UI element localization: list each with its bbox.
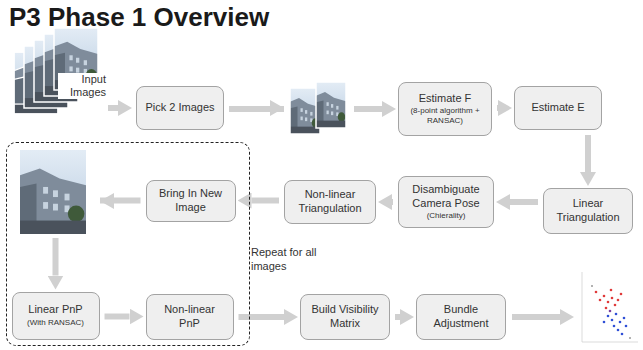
process-box: Linear Triangulation (543, 188, 633, 234)
step-note: (Chierality) (427, 211, 466, 221)
step-name: Linear PnP (28, 303, 82, 317)
flow-arrow (510, 199, 538, 205)
point (615, 313, 618, 316)
step-name: Bring In New Image (153, 187, 229, 215)
point (595, 291, 598, 294)
point (620, 293, 623, 296)
flow-arrow (392, 199, 393, 205)
point (611, 297, 614, 300)
point (613, 325, 616, 328)
flow-arrow-head (118, 100, 132, 116)
step-name: Linear Triangulation (550, 197, 626, 225)
point (605, 307, 608, 310)
loop-group: Repeat for all imagesBring In New ImageL… (6, 142, 250, 346)
process-box: Disambiguate Camera Pose(Chierality) (398, 176, 494, 228)
step-name: Estimate F (419, 92, 472, 106)
plot-axis (582, 272, 583, 342)
point (619, 321, 622, 324)
photo (20, 150, 86, 234)
page-title: P3 Phase 1 Overview (9, 2, 269, 33)
flow-arrow (585, 135, 591, 172)
image-patch (14, 146, 100, 238)
flow-arrow (108, 105, 118, 111)
point (614, 304, 617, 307)
step-name: Pick 2 Images (145, 101, 214, 115)
point (599, 299, 602, 302)
point (603, 295, 606, 298)
image-caption: Input Images (58, 73, 108, 99)
point (617, 299, 620, 302)
flow-arrow (497, 105, 498, 111)
point (617, 329, 620, 332)
step-name: Non-linear Triangulation (291, 188, 369, 216)
point (607, 315, 610, 318)
step-name: Estimate E (531, 101, 584, 115)
flow-arrow-head (100, 193, 114, 209)
step-name: Non-linear PnP (153, 303, 227, 331)
step-name: Disambiguate Camera Pose (405, 183, 487, 211)
process-box: Build Visibility Matrix (300, 294, 390, 340)
flow-arrow-head (270, 100, 284, 116)
point (609, 310, 612, 313)
point (591, 285, 593, 287)
process-box: Linear PnP(With RANSAC) (12, 292, 100, 340)
process-box: Pick 2 Images (136, 86, 224, 130)
photo-frame (316, 82, 346, 128)
flow-arrow (252, 198, 280, 204)
point (611, 319, 614, 322)
loop-note: Repeat for all images (251, 246, 331, 274)
step-note: (8-point algorithm + RANSAC) (405, 106, 485, 126)
image-patch (284, 78, 354, 138)
photo (316, 82, 346, 128)
step-name: Build Visibility Matrix (307, 303, 383, 331)
step-note: (With RANSAC) (27, 318, 84, 328)
process-box: Bundle Adjustment (416, 294, 506, 340)
point (603, 321, 606, 324)
step-name: Bundle Adjustment (423, 303, 499, 331)
flow-arrow (395, 314, 400, 320)
point (621, 333, 624, 336)
process-box: Non-linear PnP (146, 294, 234, 340)
plot-axis (582, 342, 638, 343)
process-box: Non-linear Triangulation (284, 180, 376, 224)
input-image-stack (14, 28, 98, 114)
point (610, 289, 613, 292)
flow-arrow (512, 314, 560, 320)
point (607, 301, 610, 304)
point-cloud-plot (582, 272, 638, 342)
point (625, 325, 628, 328)
process-box: Estimate F(8-point algorithm + RANSAC) (398, 82, 492, 136)
point (629, 337, 631, 339)
process-box: Estimate E (514, 86, 602, 130)
flow-arrow-head (560, 309, 574, 325)
flow-arrow (239, 314, 285, 320)
process-box: Bring In New Image (146, 180, 236, 222)
point (623, 317, 626, 320)
flow-arrow (105, 314, 130, 320)
